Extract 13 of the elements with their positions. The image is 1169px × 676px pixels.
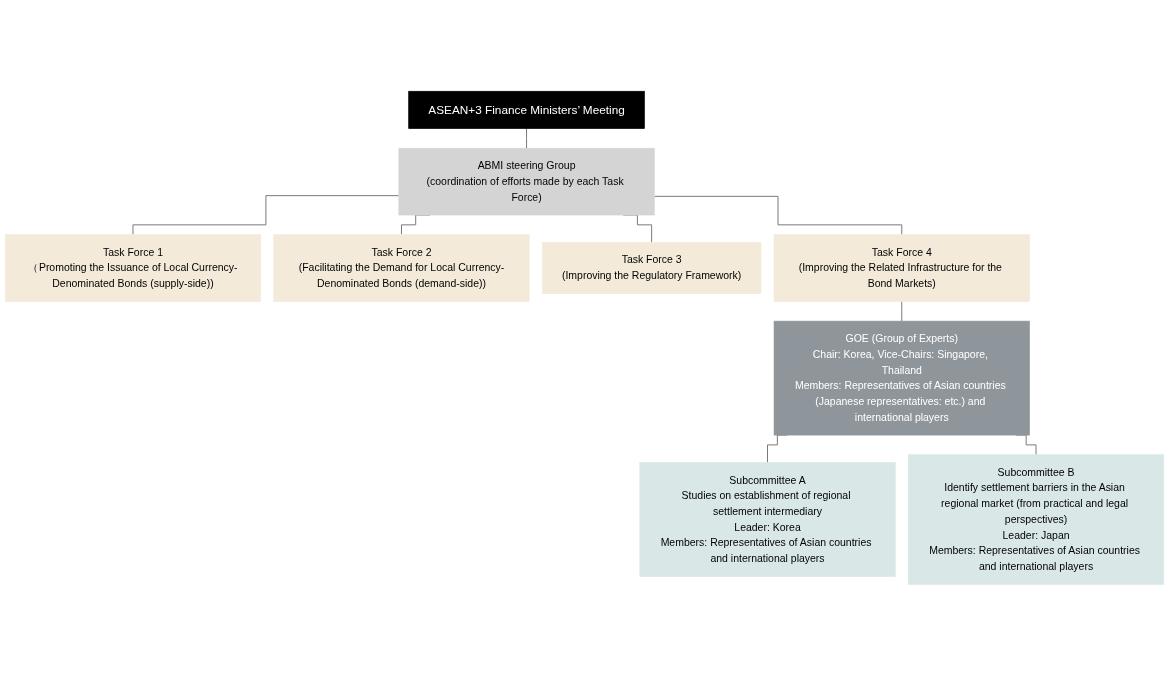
node-box: Task Force 1 （Promoting the Issuance of Local Currency-Denominated Bonds (supply-side)) [4,234,261,302]
connector [901,301,903,322]
node-box: Task Force 3 (Improving the Regulatory Framework) [541,242,762,295]
node-box: GOE (Group of Experts) Chair: Korea, Vice-Chairs: Singapore, Thailand Members: Representatives of Asian countries (Japanese representatives: etc.) and international players [773,320,1030,436]
connector [526,128,528,149]
node-box: Task Force 2 (Facilitating the Demand for Local Currency-Denominated Bonds (demand-side)) [273,234,530,302]
node-box: ABMI steering Group (coordination of efforts made by each Task Force) [398,148,655,216]
node-box: ASEAN+3 Finance Ministers’ Meeting [408,91,645,130]
node-box: Task Force 4 (Improving the Related Infrastructure for the Bond Markets) [773,234,1030,302]
connector [132,195,400,236]
node-box: Subcommittee A Studies on establishment of regional settlement intermediary Leader: Korea Members: Representatives of Asian countries and international players [639,462,896,578]
connector [653,196,903,236]
node-box: Subcommittee B Identify settlement barriers in the Asian regional market (from practical and legal perspectives) Leader: Japan Members: Representatives of Asian countries and international players [908,454,1165,585]
